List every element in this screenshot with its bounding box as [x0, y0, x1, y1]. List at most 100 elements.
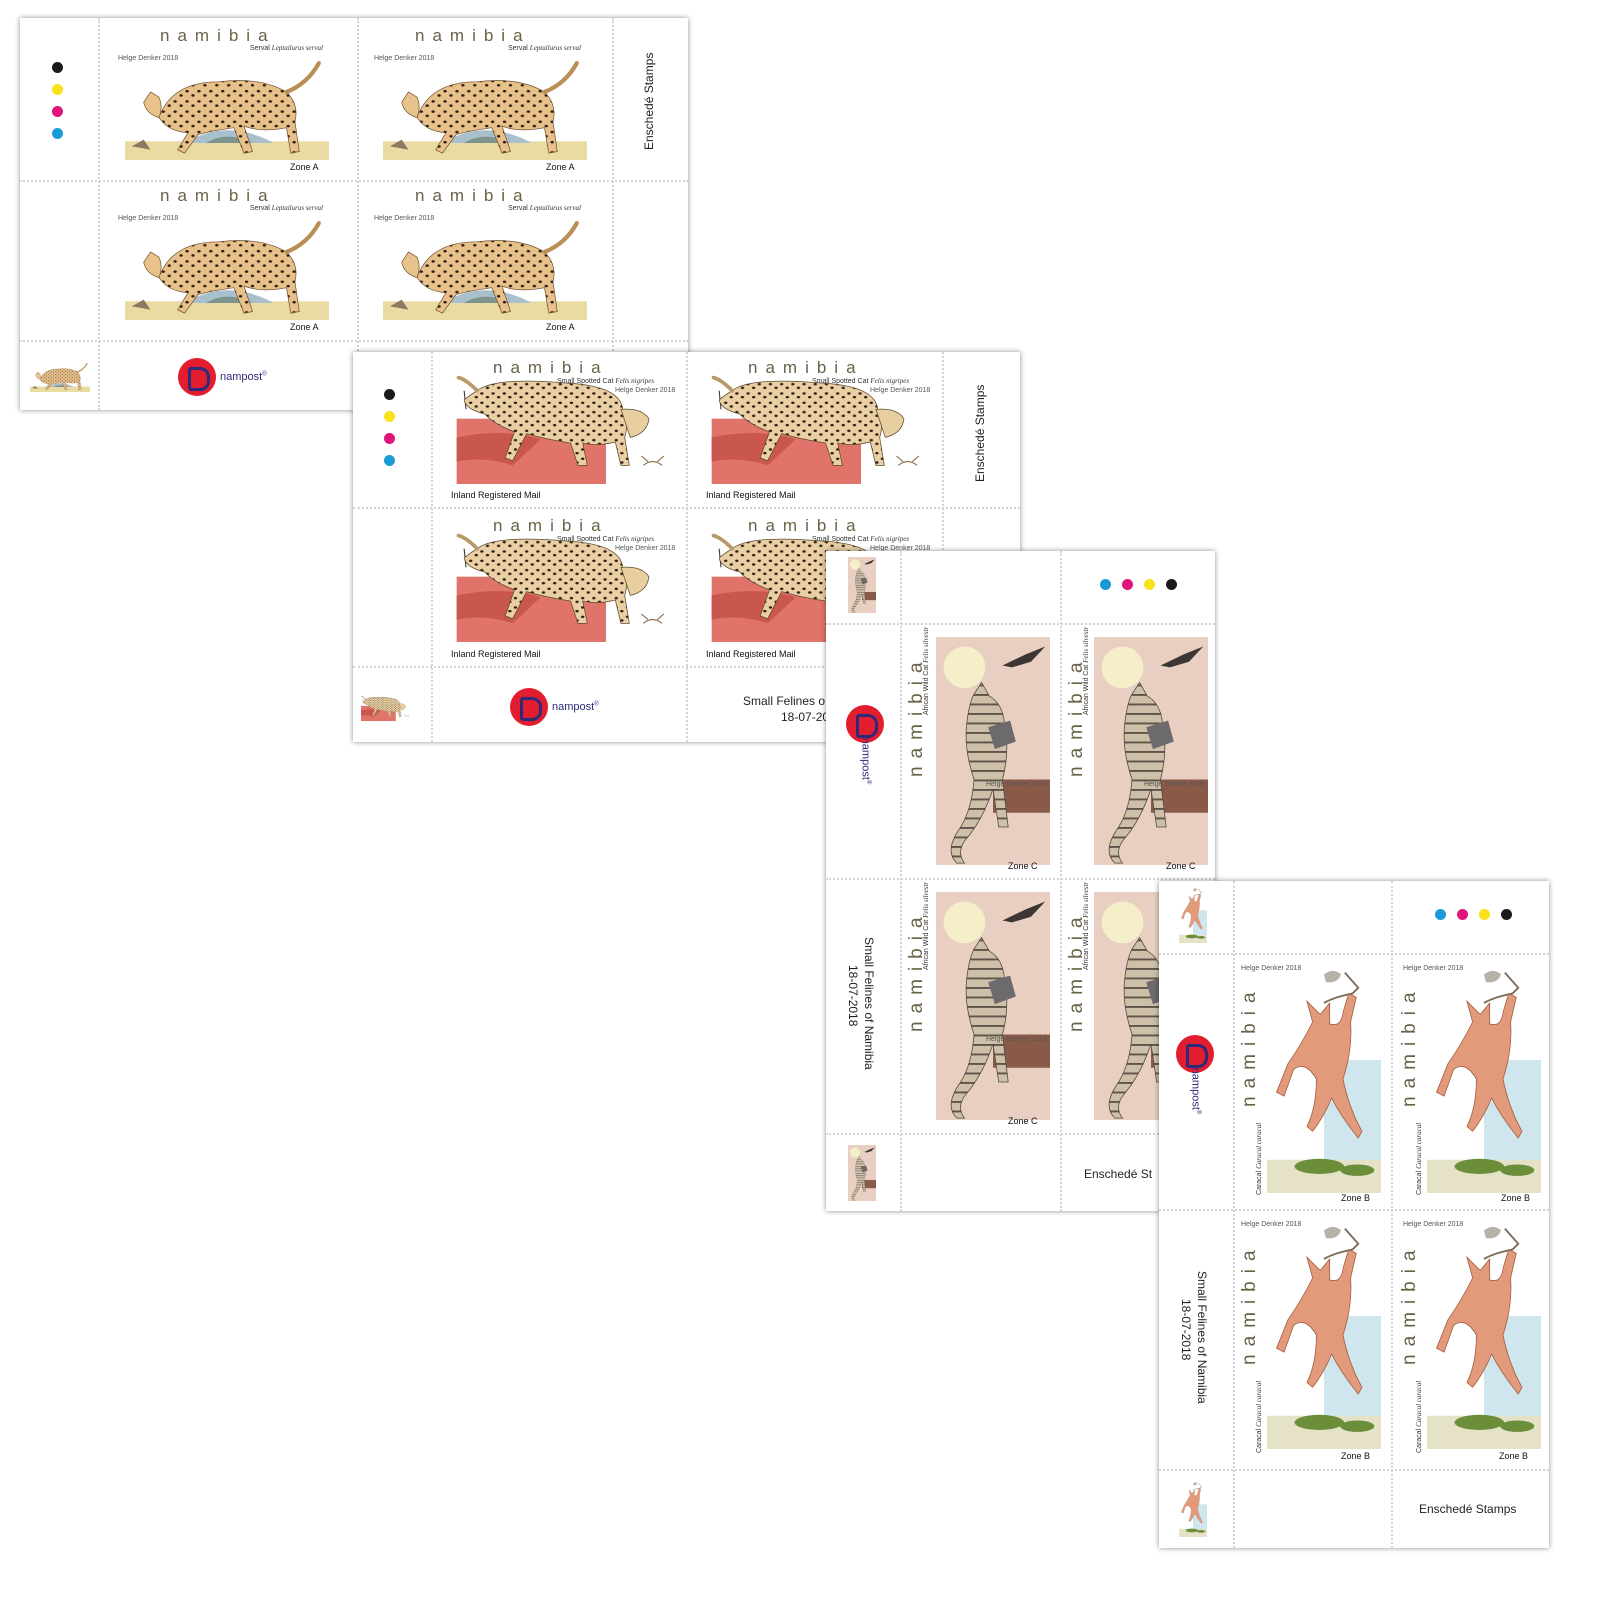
species-name: Serval Leptailurus serval	[508, 204, 581, 212]
value-label: Zone C	[1166, 861, 1196, 871]
value-label: Zone B	[1501, 1193, 1531, 1203]
nampost-logo-icon	[178, 358, 216, 396]
nampost-wordmark: nampost®	[1189, 1067, 1202, 1115]
issue-date-partial: 18-07-20	[781, 710, 830, 724]
country-name: namibia	[748, 358, 864, 377]
country-name: namibia	[1239, 984, 1260, 1107]
designer-credit: Helge Denker 2018	[615, 387, 676, 394]
african-wild-cat-sheet: nampost® namibia African Wild Cat Felis …	[826, 551, 1215, 1211]
dot-4	[384, 455, 395, 466]
nampost-logo-icon	[1176, 1035, 1215, 1073]
color-registration-dots	[52, 62, 63, 139]
dot-3	[1144, 579, 1155, 590]
designer-credit: Helge Denker 2018	[1144, 781, 1205, 788]
wildcat-thumbnail-bottom	[848, 1145, 876, 1201]
country-name: namibia	[415, 186, 531, 205]
printer-imprint: Enschedé Stamps	[1419, 1502, 1517, 1516]
caracal-illustration	[1265, 965, 1383, 1193]
caracal-stamp-2: Helge Denker 2018 namibia Caracal Caraca…	[1395, 957, 1547, 1205]
small-spotted-cat-thumbnail	[361, 694, 411, 722]
serval-thumbnail	[30, 360, 90, 394]
designer-credit: Helge Denker 2018	[118, 215, 179, 222]
country-name: namibia	[1239, 1242, 1260, 1365]
country-name: namibia	[1399, 984, 1420, 1107]
value-label: Zone A	[290, 162, 319, 172]
country-name: namibia	[1399, 1242, 1420, 1365]
designer-credit: Helge Denker 2018	[986, 781, 1047, 788]
value-label: Inland Registered Mail	[451, 649, 541, 659]
printer-imprint-partial: Enschedé St	[1084, 1167, 1153, 1181]
issue-date: 18-07-2018	[846, 965, 860, 1027]
caracal-stamp-3: Helge Denker 2018 namibia Caracal Caraca…	[1237, 1213, 1387, 1465]
caracal-illustration	[1425, 1221, 1543, 1449]
species-name: Small Spotted Cat Felis nigripes	[812, 377, 910, 385]
country-name: namibia	[493, 358, 609, 377]
species-name: Small Spotted Cat Felis nigripes	[557, 377, 655, 385]
dot-4	[1166, 579, 1177, 590]
species-name: Caracal Caracal caracal	[1255, 1122, 1263, 1195]
serval-stamp-4: namibia Helge Denker 2018 Serval Leptail…	[360, 184, 610, 336]
designer-credit: Helge Denker 2018	[1241, 965, 1302, 972]
nampost-wordmark: nampost®	[220, 371, 267, 383]
designer-credit: Helge Denker 2018	[870, 387, 931, 394]
dot-2	[52, 84, 63, 95]
dot-4	[52, 128, 63, 139]
color-registration-dots	[1100, 579, 1177, 590]
species-name: Serval Leptailurus serval	[508, 44, 581, 52]
species-name: Small Spotted Cat Felis nigripes	[557, 535, 655, 543]
value-label: Zone A	[546, 162, 575, 172]
value-label: Inland Registered Mail	[706, 649, 796, 659]
value-label: Inland Registered Mail	[451, 490, 541, 500]
species-name: Serval Leptailurus serval	[250, 44, 323, 52]
spotted-stamp-2: namibia Small Spotted Cat Felis nigripes…	[690, 356, 938, 504]
issue-date: 18-07-2018	[1179, 1299, 1193, 1361]
species-name: African Wild Cat Felis silvestris lybica	[1082, 627, 1090, 715]
dot-1	[384, 389, 395, 400]
printer-imprint: Enschedé Stamps	[642, 52, 656, 150]
species-name: African Wild Cat Felis silvestris lybica	[922, 627, 930, 715]
serval-stamp-3: namibia Helge Denker 2018 Serval Leptail…	[102, 184, 352, 336]
value-label: Zone B	[1341, 1451, 1371, 1461]
serval-stamp-1: namibia Helge Denker 2018 Serval Leptail…	[102, 24, 352, 176]
dot-2	[1457, 909, 1468, 920]
caracal-illustration	[1265, 1221, 1383, 1449]
serval-illustration	[108, 58, 346, 160]
country-name: namibia	[160, 26, 276, 45]
nampost-logo: nampost®	[510, 688, 599, 726]
wildcat-stamp-1: namibia African Wild Cat Felis silvestri…	[904, 627, 1056, 875]
value-label: Zone C	[1008, 861, 1038, 871]
designer-credit: Helge Denker 2018	[374, 55, 435, 62]
color-registration-dots	[1435, 909, 1512, 920]
designer-credit: Helge Denker 2018	[870, 545, 931, 552]
value-label: Zone C	[1008, 1116, 1038, 1126]
caracal-stamp-4: Helge Denker 2018 namibia Caracal Caraca…	[1395, 1213, 1547, 1465]
serval-stamp-2: namibia Helge Denker 2018 Serval Leptail…	[360, 24, 610, 176]
nampost-logo: nampost®	[178, 358, 267, 396]
wildcat-thumbnail-top	[848, 557, 876, 613]
species-name: Caracal Caracal caracal	[1255, 1380, 1263, 1453]
small-spotted-cat-illustration	[449, 372, 679, 484]
caracal-illustration	[1425, 965, 1543, 1193]
value-label: Zone B	[1499, 1451, 1529, 1461]
designer-credit: Helge Denker 2018	[118, 55, 179, 62]
dot-2	[1122, 579, 1133, 590]
nampost-wordmark: nampost®	[552, 701, 599, 713]
dot-1	[1435, 909, 1446, 920]
value-label: Inland Registered Mail	[706, 490, 796, 500]
designer-credit: Helge Denker 2018	[986, 1036, 1047, 1043]
dot-2	[384, 411, 395, 422]
caracal-stamp-1: Helge Denker 2018 namibia Caracal Caraca…	[1237, 957, 1387, 1205]
issue-title: Small Felines of Namibia	[862, 937, 876, 1070]
nampost-logo-icon	[510, 688, 548, 726]
species-name: African Wild Cat Felis silvestris lybica	[1082, 882, 1090, 970]
printer-imprint: Enschedé Stamps	[973, 384, 987, 482]
wildcat-stamp-2: namibia African Wild Cat Felis silvestri…	[1064, 627, 1214, 875]
serval-illustration	[366, 58, 604, 160]
country-name: namibia	[415, 26, 531, 45]
species-name: Caracal Caracal caracal	[1415, 1122, 1423, 1195]
dot-1	[52, 62, 63, 73]
designer-credit: Helge Denker 2018	[1403, 965, 1464, 972]
country-name: namibia	[493, 516, 609, 535]
nampost-wordmark: nampost®	[859, 737, 872, 785]
nampost-logo: nampost®	[1172, 1035, 1219, 1114]
